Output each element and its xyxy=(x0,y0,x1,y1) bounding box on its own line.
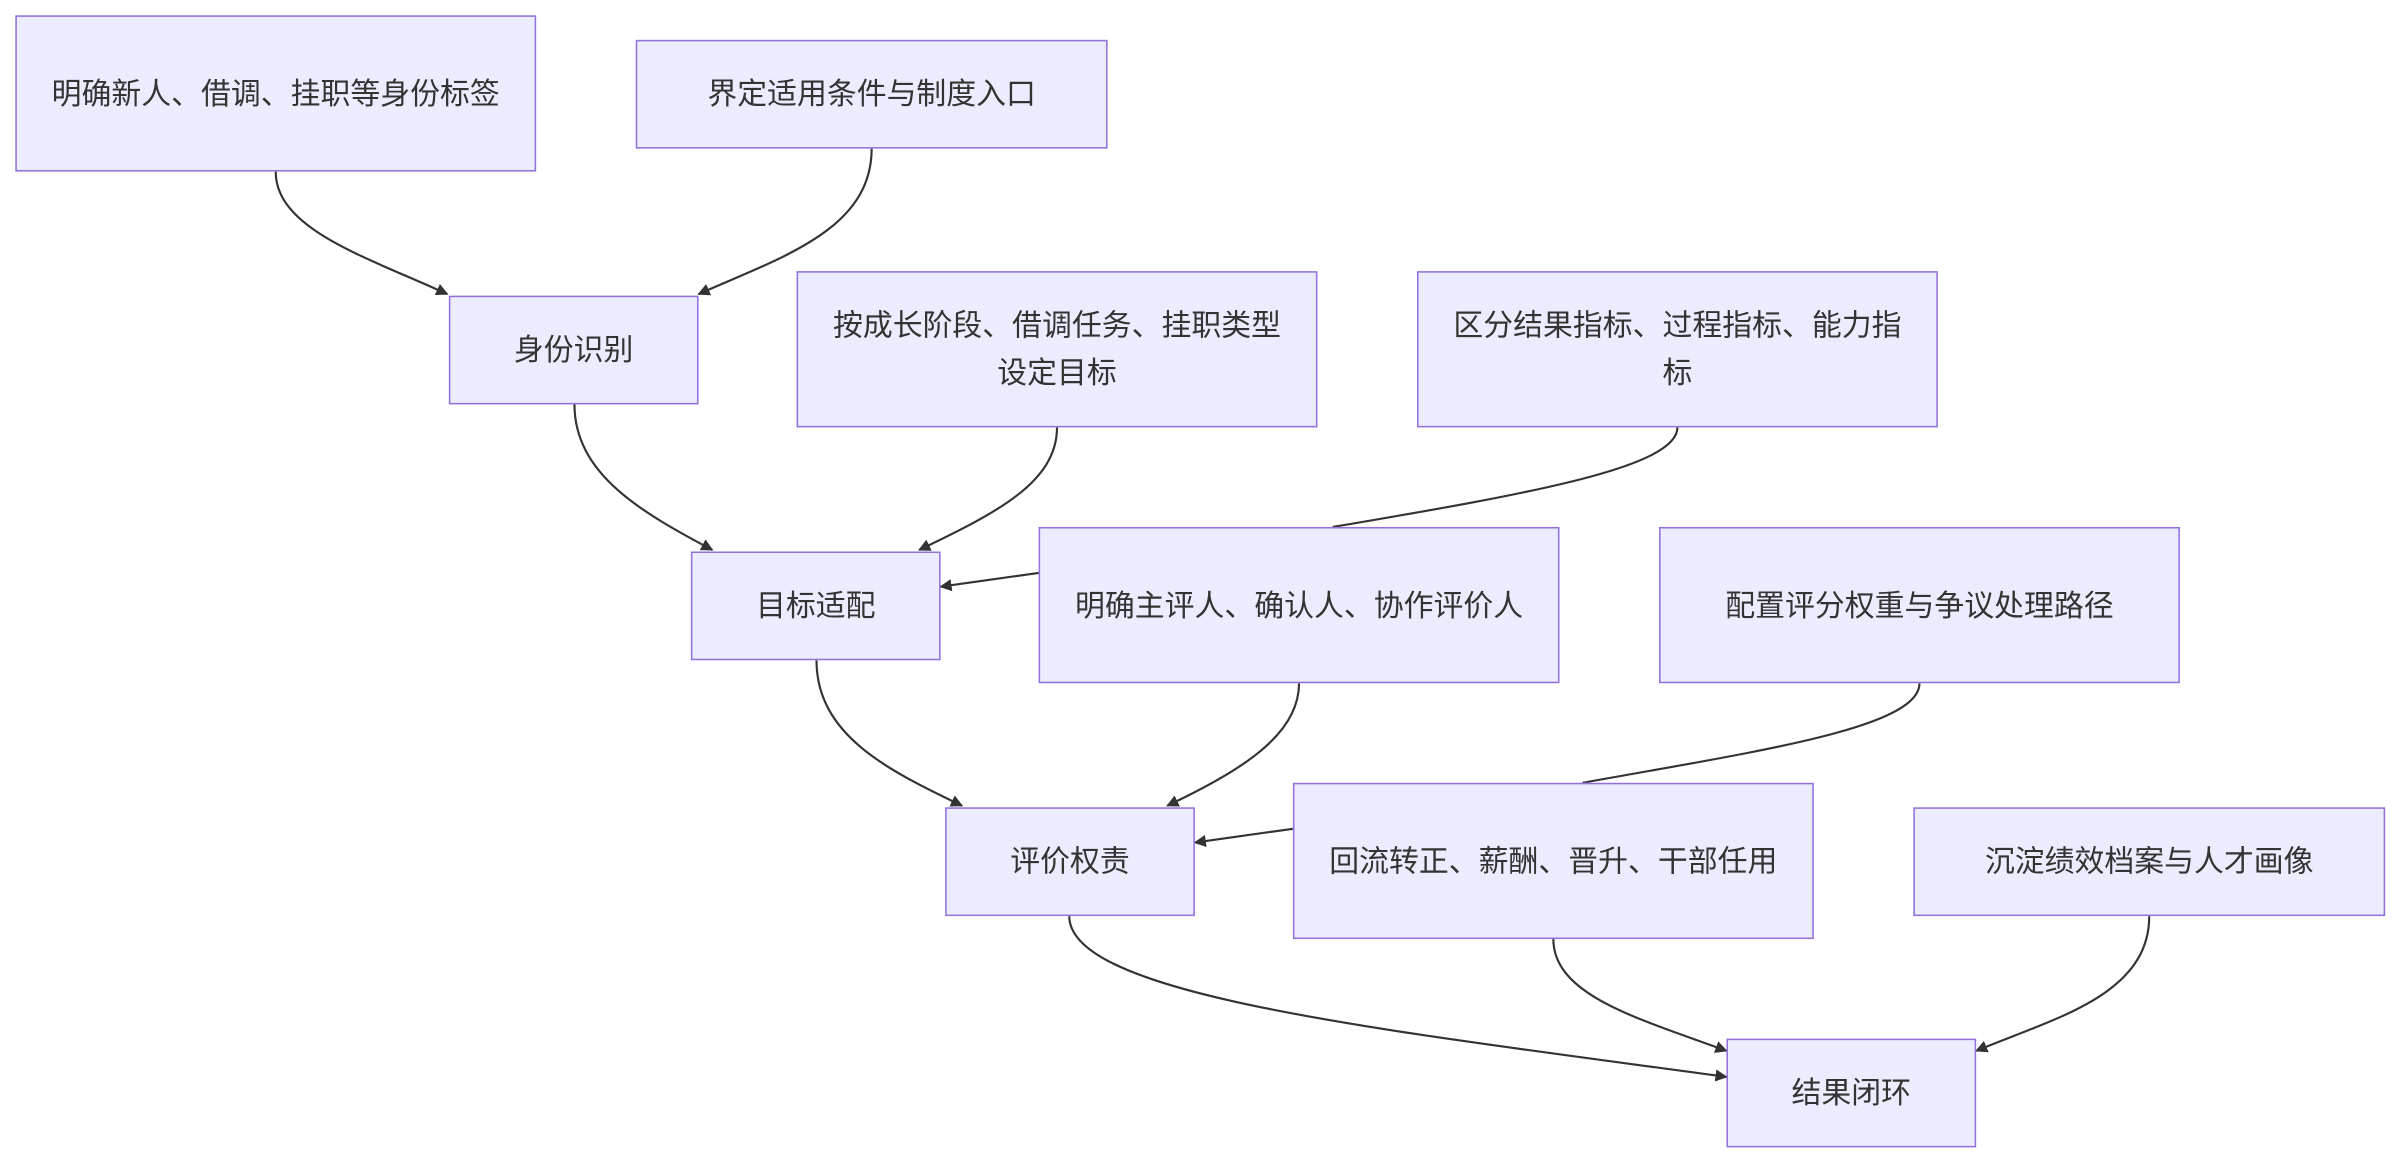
edge-result-use-to-closed-loop xyxy=(1552,939,1728,1053)
node-closed-loop-label: 结果闭环 xyxy=(1791,1075,1912,1111)
edge-identity-tags-to-identity-recognition xyxy=(274,171,449,296)
node-weights-disputes-label: 配置评分权重与争议处理路径 xyxy=(1725,587,2114,623)
node-result-use-label: 回流转正、薪酬、晋升、干部任用 xyxy=(1329,843,1778,879)
node-goal-fit-label: 目标适配 xyxy=(755,588,876,624)
node-result-use: 回流转正、薪酬、晋升、干部任用 xyxy=(1292,782,1814,940)
node-archive-label: 沉淀绩效档案与人才画像 xyxy=(1984,844,2314,880)
node-goal-fit: 目标适配 xyxy=(690,551,941,661)
node-identity-recognition: 身份识别 xyxy=(448,295,699,405)
node-indicator-types: 区分结果指标、过程指标、能力指标 xyxy=(1417,271,1938,428)
edge-goal-setting-to-goal-fit xyxy=(918,427,1059,551)
node-goal-setting-label: 按成长阶段、借调任务、挂职类型设定目标 xyxy=(832,307,1282,391)
node-archive: 沉淀绩效档案与人才画像 xyxy=(1913,807,2386,917)
edge-archive-to-closed-loop xyxy=(1975,916,2151,1053)
node-identity-tags: 明确新人、借调、挂职等身份标签 xyxy=(15,15,537,172)
node-identity-recognition-label: 身份识别 xyxy=(513,332,634,368)
edge-evaluators-to-evaluation-rights xyxy=(1166,683,1301,807)
edge-evaluation-rights-to-closed-loop xyxy=(1068,916,1728,1082)
edge-identity-recognition-to-goal-fit xyxy=(573,404,714,551)
edge-scope-entry-to-identity-recognition xyxy=(697,148,873,296)
node-goal-setting: 按成长阶段、借调任务、挂职类型设定目标 xyxy=(796,271,1318,428)
node-indicator-types-label: 区分结果指标、过程指标、能力指标 xyxy=(1453,307,1902,391)
node-evaluators-label: 明确主评人、确认人、协作评价人 xyxy=(1074,587,1524,623)
node-scope-entry-label: 界定适用条件与制度入口 xyxy=(707,76,1036,112)
node-evaluation-rights: 评价权责 xyxy=(945,807,1195,917)
node-weights-disputes: 配置评分权重与争议处理路径 xyxy=(1659,526,2180,684)
node-scope-entry: 界定适用条件与制度入口 xyxy=(635,39,1108,149)
edge-weights-disputes-to-evaluation-rights xyxy=(1582,683,1921,784)
edge-indicator-types-to-goal-fit xyxy=(1332,427,1679,529)
node-identity-tags-label: 明确新人、借调、挂职等身份标签 xyxy=(51,75,500,112)
node-evaluation-rights-label: 评价权责 xyxy=(1010,844,1130,880)
node-closed-loop: 结果闭环 xyxy=(1726,1038,1977,1148)
node-evaluators: 明确主评人、确认人、协作评价人 xyxy=(1038,526,1560,684)
edge-evaluators-to-goal-fit xyxy=(939,571,1039,592)
edge-result-use-to-evaluation-rights xyxy=(1193,827,1294,848)
edge-goal-fit-to-evaluation-rights xyxy=(815,660,964,807)
